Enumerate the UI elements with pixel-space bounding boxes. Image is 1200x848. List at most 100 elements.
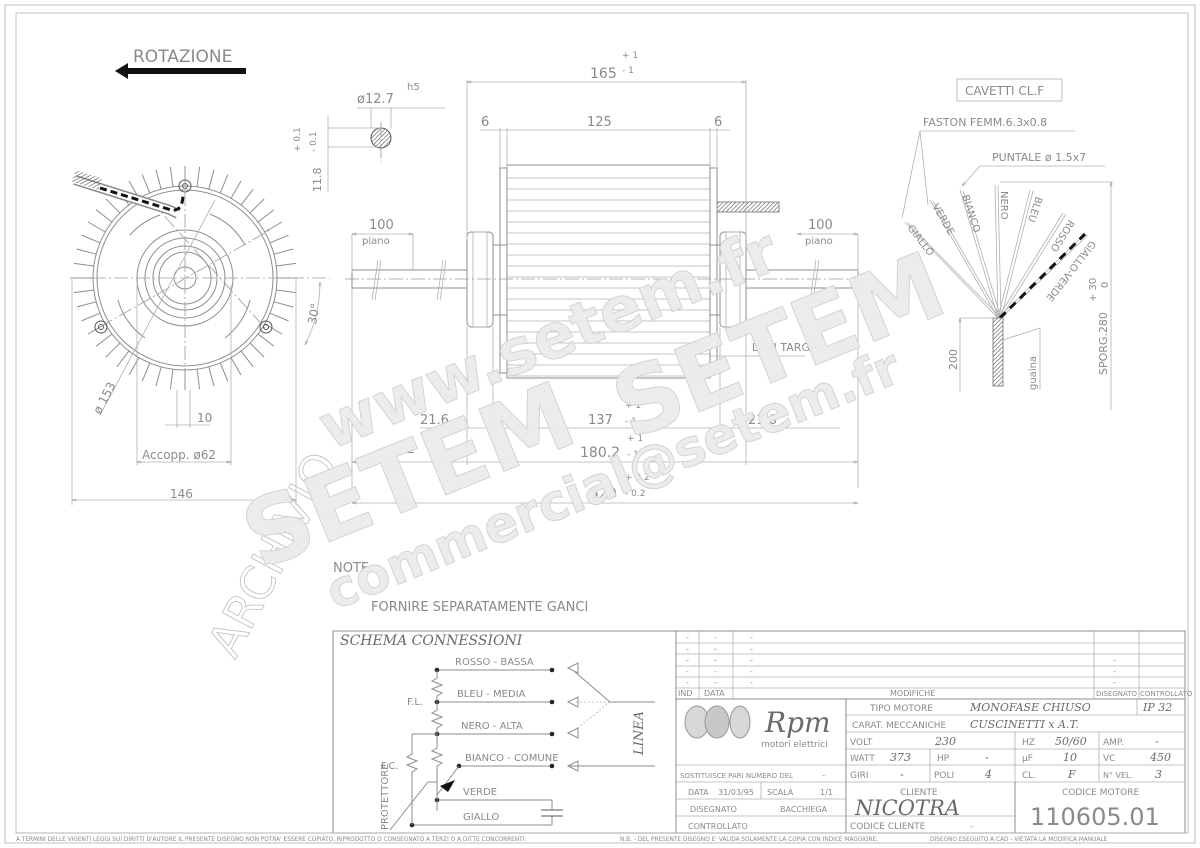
svg-text:- 1: - 1: [622, 66, 634, 76]
svg-text:CAVETTI CL.F: CAVETTI CL.F: [965, 84, 1044, 98]
dim-137: 137: [588, 413, 613, 428]
revision-table: ------------------ IND DATA MODIFICHE DI…: [675, 630, 1193, 700]
svg-text:- 1: - 1: [625, 417, 637, 427]
svg-text:SCALA: SCALA: [767, 788, 794, 797]
svg-text:N° VEL.: N° VEL.: [1103, 771, 1133, 780]
rpm-logo: Rpm motori elettrici: [684, 705, 831, 750]
svg-text:DISEGNATO: DISEGNATO: [1096, 690, 1138, 698]
revision-cell: -: [714, 633, 717, 642]
revision-cell: -: [750, 678, 753, 687]
guaina-label: guaina: [1028, 356, 1039, 390]
front-view: 146 Accopp. ø62 10 ø 153 30°: [70, 166, 330, 505]
svg-text:+ 30: + 30: [1088, 278, 1099, 302]
svg-text:VC: VC: [1103, 754, 1115, 764]
svg-text:piano: piano: [805, 236, 833, 247]
dim-21-6-left: 21.6: [420, 413, 449, 428]
svg-text:F.L.: F.L.: [407, 697, 423, 708]
svg-text:HP: HP: [937, 754, 950, 764]
hz-value: 50/60: [1055, 735, 1087, 748]
svg-text:POLI: POLI: [934, 771, 954, 781]
puntale-label: PUNTALE ø 1.5x7: [992, 151, 1086, 164]
rotation-label: ROTAZIONE: [133, 47, 232, 67]
svg-text:+ 1: + 1: [627, 434, 643, 444]
dim-165: 165: [590, 66, 617, 82]
wire-label: NERO: [998, 191, 1009, 220]
shaft-fit: h5: [407, 82, 420, 93]
svg-text:-: -: [822, 771, 825, 781]
svg-text:CLIENTE: CLIENTE: [900, 788, 938, 798]
svg-text:-: -: [1155, 735, 1159, 748]
svg-text:µF: µF: [1022, 754, 1033, 764]
svg-text:piano: piano: [362, 236, 390, 247]
logo-text: Rpm: [764, 706, 831, 739]
revision-cell: -: [1113, 656, 1116, 665]
note-label: NOTE:: [333, 561, 374, 576]
dim-153: ø 153: [90, 380, 118, 417]
revision-cell: -: [714, 644, 717, 653]
wire-label: BIANCO: [959, 194, 982, 235]
svg-text:AMP.: AMP.: [1103, 738, 1124, 748]
schema-title: SCHEMA CONNESSIONI: [340, 633, 523, 649]
svg-text:CARAT. MECCANICHE: CARAT. MECCANICHE: [852, 721, 947, 731]
svg-text:CONTROLLATO: CONTROLLATO: [1140, 690, 1193, 698]
schema-line-label: VERDE: [463, 787, 497, 798]
schema-line-label: GIALLO: [463, 812, 499, 823]
side-view: 165 + 1 - 1 6 125 6 100 piano 100 piano …: [345, 51, 870, 505]
svg-text:WATT: WATT: [850, 754, 875, 764]
cables-box: [956, 78, 1063, 102]
dati-targa-label: DATI TARGA: [752, 341, 818, 354]
revision-cell: -: [686, 644, 689, 653]
cables-detail: CAVETTI CL.F FASTON FEMM.6.3x0.8 PUNTALE…: [901, 78, 1113, 410]
svg-text:TIPO MOTORE: TIPO MOTORE: [869, 704, 933, 714]
footer-note: N.B. - DEL PRESENTE DISEGNO E' VALIDA SO…: [620, 837, 878, 843]
schema-line-label: ROSSO - BASSA: [455, 657, 534, 668]
dim-180: 180.2: [580, 445, 620, 461]
uf-value: 10: [1063, 751, 1077, 764]
sporg-label: SPORG.280: [1097, 312, 1110, 375]
svg-text:0: 0: [1100, 282, 1111, 288]
note-text: FORNIRE SEPARATAMENTE GANCI: [371, 600, 588, 615]
svg-text:- 0.2: - 0.2: [625, 489, 645, 499]
volt-value: 230: [934, 735, 956, 748]
dim-6-left: 6: [481, 115, 489, 130]
date-value: 31/03/95: [718, 788, 754, 797]
len-200: 200: [947, 349, 960, 370]
dim-21-6-right: 21.6: [748, 413, 777, 428]
svg-text:-: -: [970, 822, 973, 832]
schema-line-label: BIANCO - COMUNE: [465, 753, 559, 764]
disegnato-value: BACCHIEGA: [780, 805, 828, 814]
dim-520: 520: [590, 486, 617, 502]
codice-motore-value: 110605.01: [1030, 803, 1160, 831]
svg-text:DATA: DATA: [688, 788, 709, 797]
nvel-value: 3: [1155, 768, 1162, 781]
ip-rating: IP 32: [1142, 701, 1172, 714]
svg-text:+ 0.1: + 0.1: [293, 127, 303, 152]
wire-label: VERDE: [929, 202, 956, 237]
svg-text:MODIFICHE: MODIFICHE: [890, 689, 935, 698]
svg-text:IND: IND: [678, 689, 693, 698]
dim-30deg: 30°: [305, 302, 322, 325]
arrow-left-icon: [115, 63, 246, 79]
carat-value: CUSCINETTI x A.T.: [970, 718, 1079, 731]
faston-label: FASTON FEMM.6.3x0.8: [923, 116, 1047, 129]
dim-6-right: 6: [714, 115, 722, 130]
svg-text:CONTROLLATO: CONTROLLATO: [688, 822, 748, 831]
tipo-motore-value: MONOFASE CHIUSO: [969, 701, 1091, 714]
revision-cell: -: [750, 667, 753, 676]
shaft-section: ø12.7 h5 11.8 + 0.1 - 0.1: [293, 82, 445, 192]
revision-cell: -: [750, 656, 753, 665]
revision-cell: -: [714, 656, 717, 665]
svg-text:CL.: CL.: [1022, 771, 1036, 781]
dim-10: 10: [197, 411, 212, 425]
revision-cell: -: [714, 667, 717, 676]
schema-line-label: NERO - ALTA: [461, 721, 523, 732]
revision-cell: -: [714, 678, 717, 687]
svg-text:SOSTITUISCE PARI NUMERO DEL: SOSTITUISCE PARI NUMERO DEL: [680, 772, 793, 780]
dim-146: 146: [170, 487, 193, 501]
dim-100-left: 100: [369, 218, 394, 233]
cl-value: F: [1067, 768, 1076, 781]
svg-text:HZ: HZ: [1022, 738, 1035, 748]
svg-text:- 0.1: - 0.1: [309, 132, 319, 152]
svg-text:- 1: - 1: [627, 450, 639, 460]
